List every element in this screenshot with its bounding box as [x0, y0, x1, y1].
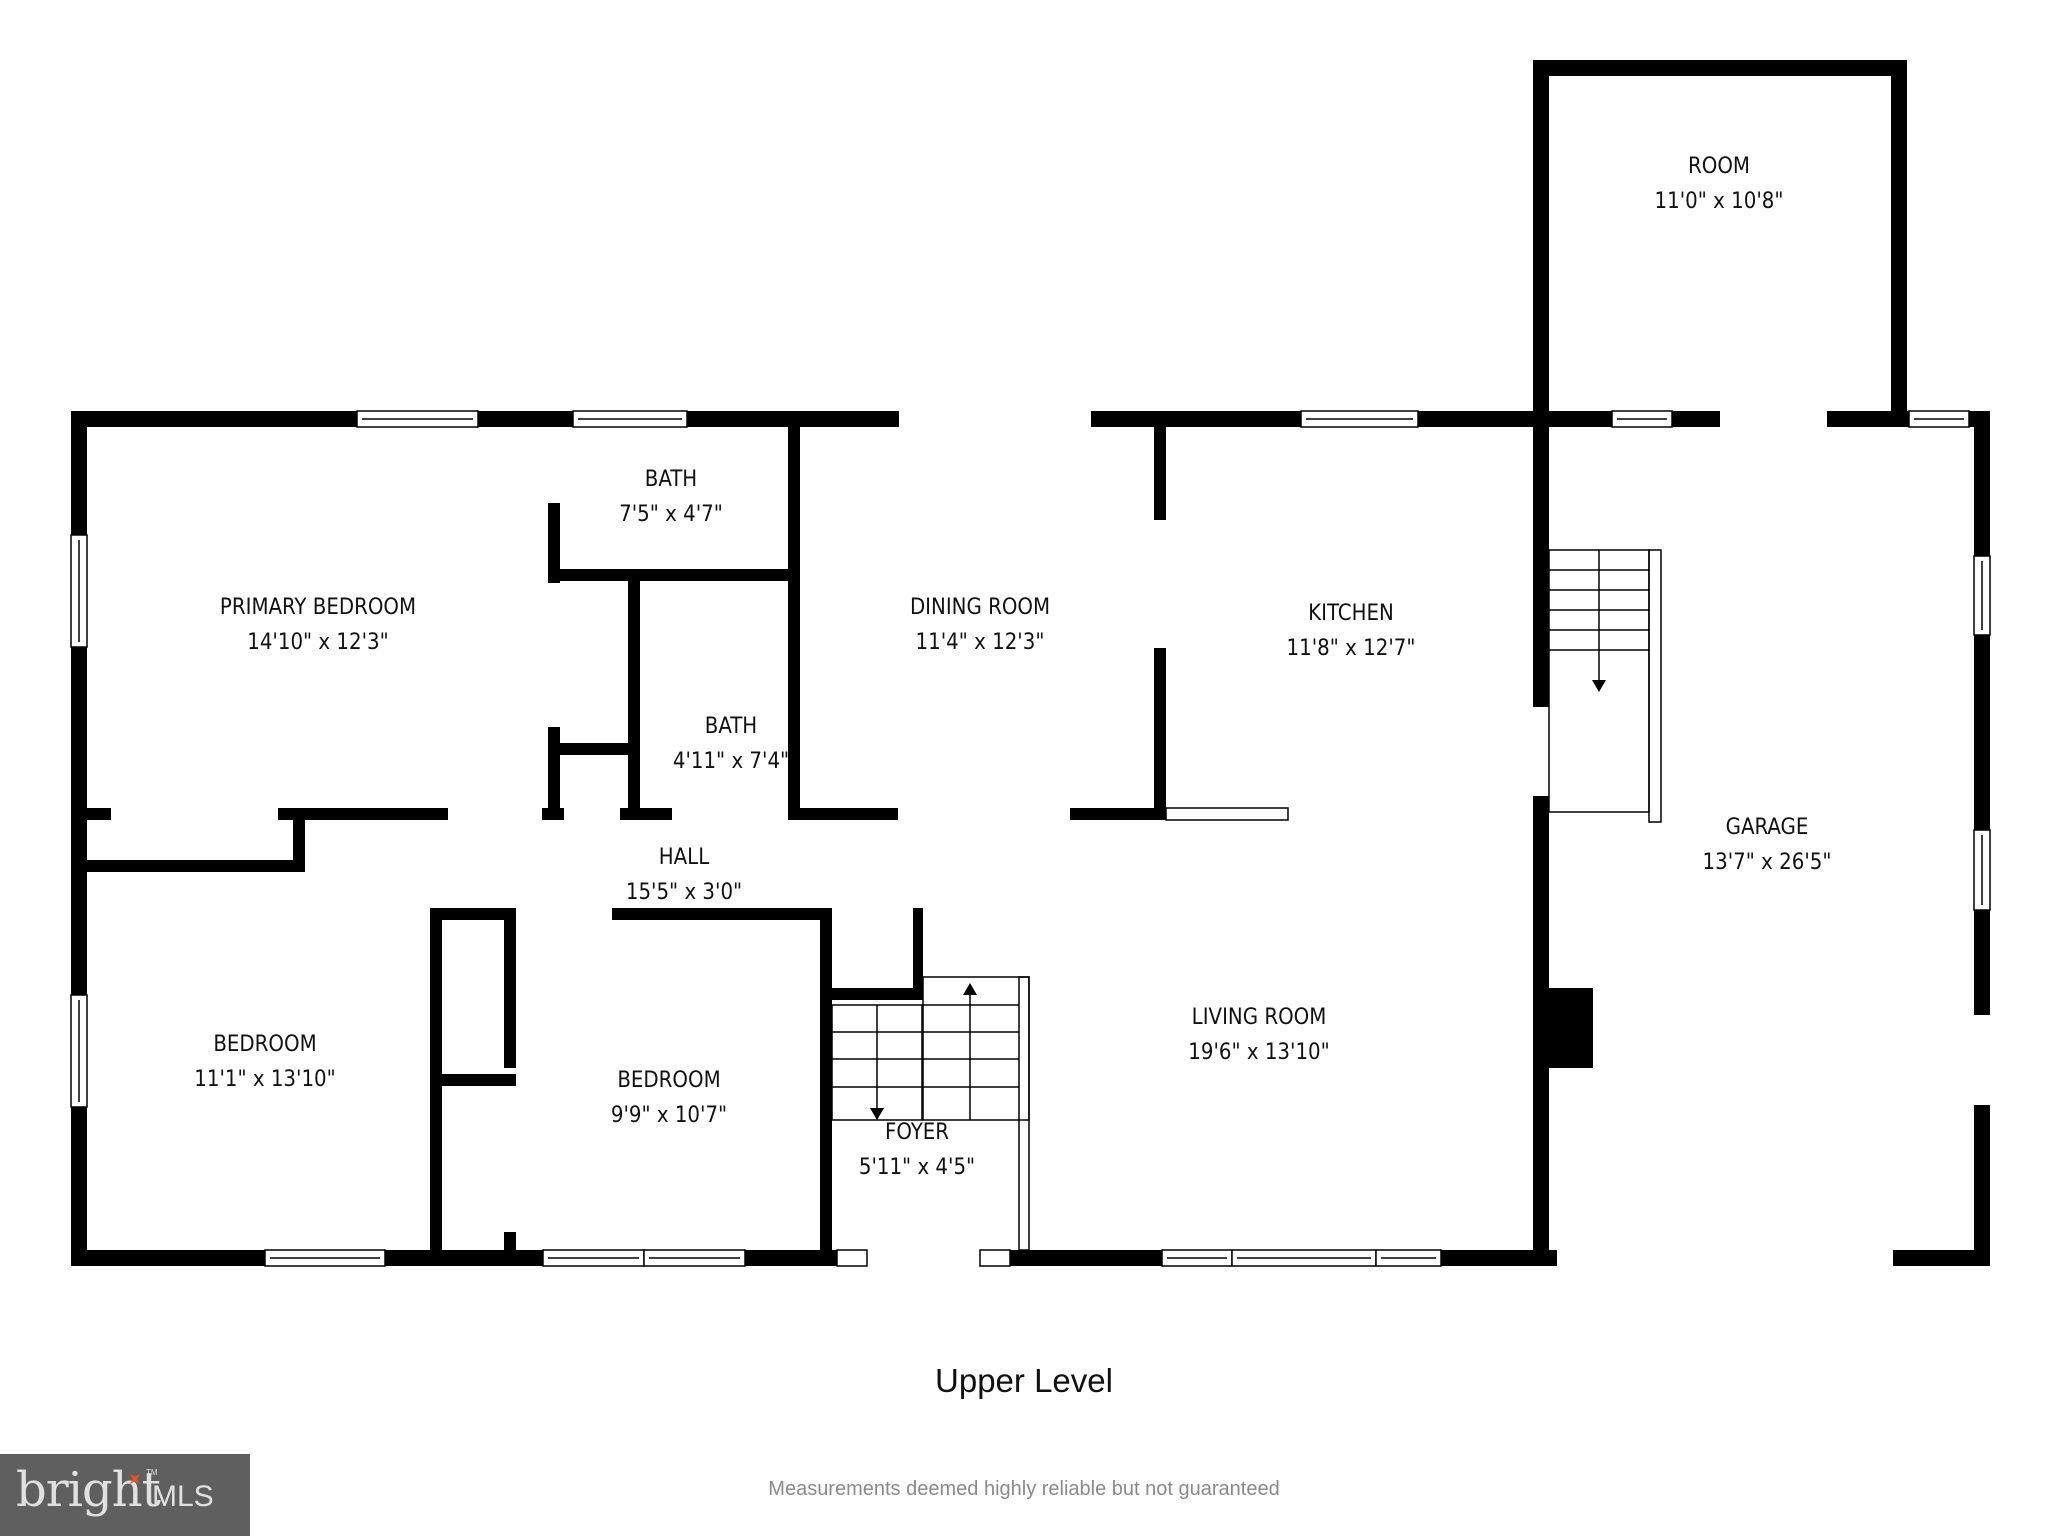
room-bath-2: BATH 4'11" x 7'4": [673, 709, 789, 779]
level-title: Upper Level: [935, 1362, 1113, 1399]
room-dims: 11'8" x 12'7": [1286, 636, 1416, 661]
room-name: FOYER: [884, 1120, 950, 1145]
logo-suffix: MLS: [152, 1480, 214, 1513]
room-annex: ROOM 11'0" x 10'8": [1655, 149, 1784, 219]
bright-mls-logo: bright TM MLS: [0, 1454, 250, 1536]
stair-arrows: [870, 680, 1606, 1120]
room-bedroom-2: BEDROOM 9'9" x 10'7": [611, 1063, 727, 1133]
room-dims: 11'4" x 12'3": [915, 630, 1045, 655]
room-dims: 11'1" x 13'10": [194, 1067, 336, 1092]
room-dims: 5'11" x 4'5": [858, 1155, 976, 1180]
room-living: LIVING ROOM 19'6" x 13'10": [1188, 1000, 1329, 1070]
room-name: GARAGE: [1725, 815, 1809, 840]
windows: [70, 410, 1991, 1267]
room-kitchen: KITCHEN 11'8" x 12'7": [1287, 596, 1416, 666]
room-name: DINING ROOM: [909, 595, 1051, 620]
room-bath-1: BATH 7'5" x 4'7": [619, 462, 723, 532]
room-name: PRIMARY BEDROOM: [219, 595, 417, 620]
room-dims: 11'0" x 10'8": [1654, 189, 1784, 214]
room-name: BEDROOM: [213, 1032, 317, 1057]
room-primary-bedroom: PRIMARY BEDROOM 14'10" x 12'3": [220, 590, 416, 660]
room-dims: 14'10" x 12'3": [247, 630, 389, 655]
walls: [71, 60, 1990, 1266]
room-dims: 13'7" x 26'5": [1702, 850, 1832, 875]
room-bedroom-1: BEDROOM 11'1" x 13'10": [194, 1027, 335, 1097]
room-name: ROOM: [1688, 154, 1750, 179]
stairs: [831, 549, 1662, 1251]
room-hall: HALL 15'5" x 3'0": [626, 840, 742, 910]
room-name: BEDROOM: [617, 1068, 721, 1093]
room-name: LIVING ROOM: [1191, 1005, 1327, 1030]
room-name: KITCHEN: [1308, 601, 1394, 626]
room-dims: 4'11" x 7'4": [672, 749, 790, 774]
room-foyer: FOYER 5'11" x 4'5": [859, 1115, 975, 1185]
trademark: TM: [146, 1468, 158, 1477]
room-name: HALL: [658, 845, 710, 870]
room-dims: 7'5" x 4'7": [619, 502, 723, 527]
disclaimer: Measurements deemed highly reliable but …: [768, 1478, 1280, 1500]
room-dims: 15'5" x 3'0": [625, 880, 743, 905]
room-dims: 9'9" x 10'7": [610, 1103, 728, 1128]
room-dims: 19'6" x 13'10": [1188, 1040, 1330, 1065]
room-dining: DINING ROOM 11'4" x 12'3": [910, 590, 1050, 660]
room-garage: GARAGE 13'7" x 26'5": [1703, 810, 1832, 880]
room-name: BATH: [704, 714, 758, 739]
logo-word: bright: [16, 1462, 161, 1518]
room-name: BATH: [644, 467, 698, 492]
